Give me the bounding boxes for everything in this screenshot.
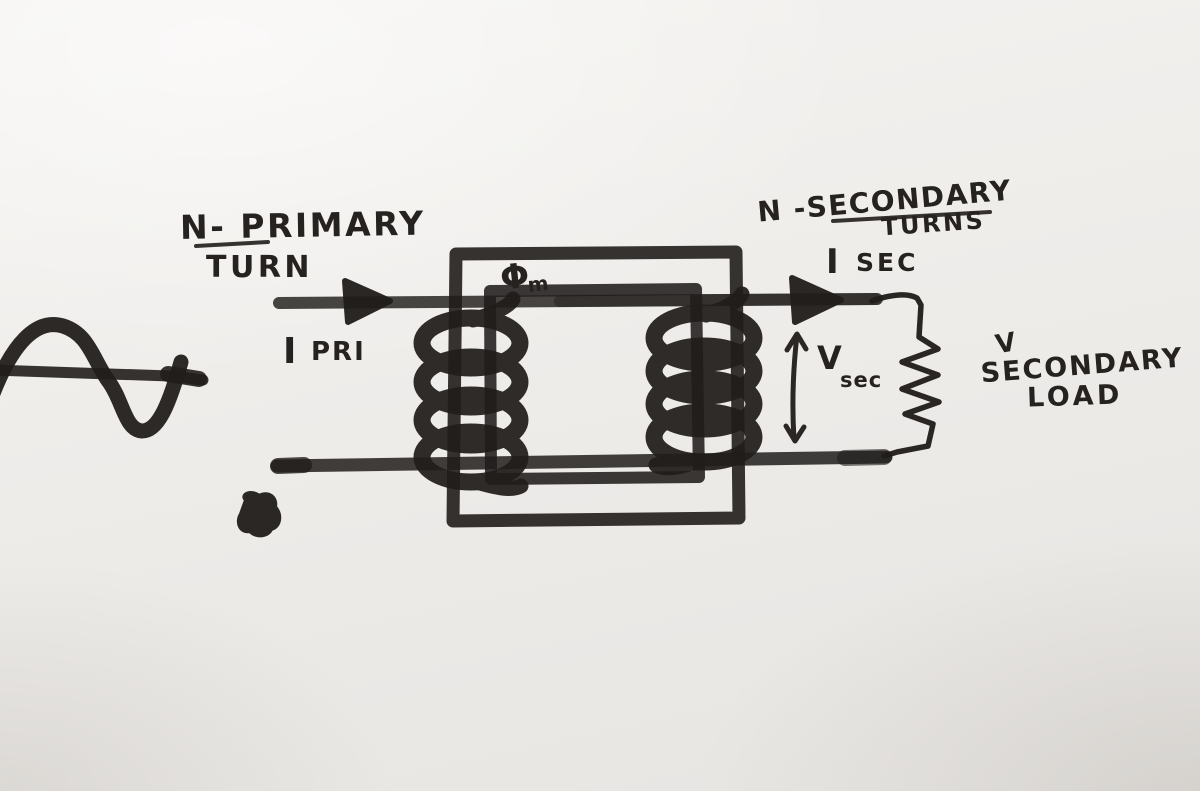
core-inner-rect — [484, 283, 705, 485]
sine-axis-end-blob — [160, 366, 207, 387]
secondary-coil-loop — [645, 304, 763, 372]
v-sec-arrow-icon — [783, 331, 809, 444]
secondary-coil — [645, 286, 763, 476]
primary-turns-label-line2: TURN — [206, 250, 313, 285]
primary-coil-loop — [413, 309, 529, 377]
secondary-coil-loop — [645, 370, 763, 438]
bottom-wire — [270, 449, 893, 474]
sine-wave-icon — [0, 317, 209, 439]
secondary-coil-bottom-tail — [648, 453, 708, 476]
bottom-wire-stroke — [270, 450, 893, 473]
secondary-label-bar — [831, 210, 992, 223]
primary-coil-bottom-tail — [465, 473, 529, 496]
bottom-wire-left-end — [270, 457, 312, 474]
bottom-wire-right-end — [837, 449, 892, 466]
primary-coil-loop — [413, 348, 529, 416]
i-pri-label-sub: PRI — [311, 337, 366, 367]
i-sec-label-symbol: I — [826, 242, 839, 282]
flux-label-symbol: Φ — [498, 256, 531, 299]
primary-turns-label-line1: N- PRIMARY — [180, 204, 426, 247]
v-sec-arrow-head-top — [784, 331, 809, 353]
v-sec-label-sub: sec — [840, 368, 882, 392]
load-label-line2: LOAD — [1027, 379, 1124, 413]
secondary-turns-label-line2: TURNS — [880, 206, 986, 241]
flux-label-sub: m — [526, 271, 549, 297]
sine-wave-stroke — [0, 317, 189, 439]
primary-coil-loop — [413, 386, 529, 454]
i-sec-arrow-icon — [789, 275, 844, 325]
primary-label-bar — [194, 240, 270, 248]
i-pri-label-symbol: I — [283, 331, 296, 372]
v-sec-label-symbol: V — [817, 339, 842, 377]
v-sec-arrow-head-bottom — [783, 423, 807, 444]
primary-coil — [413, 291, 529, 496]
i-sec-label-sub: SEC — [856, 248, 918, 277]
resistor-zigzag-icon — [869, 292, 942, 459]
i-pri-arrow-icon — [342, 278, 393, 325]
v-sec-arrow-line — [790, 332, 800, 442]
ink-blob — [236, 491, 282, 538]
secondary-coil-loop — [645, 337, 763, 405]
